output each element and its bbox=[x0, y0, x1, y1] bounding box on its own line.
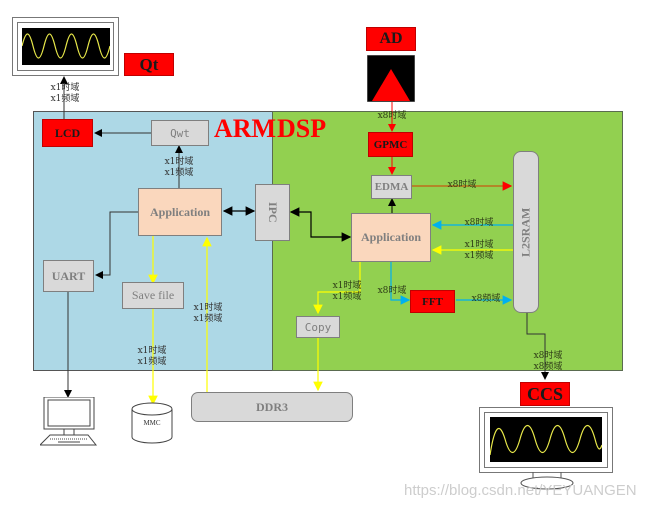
l2sram-app-x1-link-label: x1时域 x1频域 bbox=[464, 240, 494, 261]
ipc-dsp-app-line bbox=[289, 207, 352, 242]
app-copy-link-label: x1时域 x1频域 bbox=[332, 281, 362, 302]
app-to-fft-line bbox=[390, 262, 411, 305]
mmc-storage-icon bbox=[131, 402, 173, 444]
qt-link-label: x1时域 x1频域 bbox=[50, 83, 80, 104]
waveform-icon bbox=[22, 28, 110, 65]
gpmc-block[interactable]: GPMC bbox=[368, 132, 413, 157]
app-to-uart-line bbox=[95, 211, 138, 279]
app-fft-link-label: x8时域 bbox=[377, 286, 407, 296]
ccs-label-block[interactable]: CCS bbox=[520, 382, 570, 406]
qt-label-block[interactable]: Qt bbox=[124, 53, 174, 76]
save-file-block[interactable]: Save file bbox=[122, 282, 184, 309]
ad-signal-icon bbox=[367, 55, 415, 102]
waveform-icon bbox=[490, 417, 602, 462]
copy-block[interactable]: Copy bbox=[296, 316, 340, 338]
qt-monitor bbox=[12, 17, 119, 76]
arm-region-title: ARM bbox=[214, 114, 277, 143]
ad-gpmc-link-label: x8时域 bbox=[377, 111, 407, 121]
arm-ddr3-link-label: x1时域 x1频域 bbox=[193, 303, 223, 324]
ad-label-block[interactable]: AD bbox=[366, 27, 416, 51]
edma-l2sram-link-label: x8时域 bbox=[447, 180, 477, 190]
arm-application-block[interactable]: Application bbox=[138, 188, 222, 236]
uart-block[interactable]: UART bbox=[43, 260, 94, 292]
savefile-mmc-link-label: x1时域 x1频域 bbox=[137, 346, 167, 367]
ccs-monitor bbox=[479, 407, 613, 473]
edma-block[interactable]: EDMA bbox=[371, 175, 412, 199]
ipc-block[interactable]: IPC bbox=[255, 184, 290, 241]
qwt-block[interactable]: Qwt bbox=[151, 120, 209, 146]
dsp-application-block[interactable]: Application bbox=[351, 213, 431, 262]
l2sram-block[interactable]: L2SRAM bbox=[513, 151, 539, 313]
lcd-block[interactable]: LCD bbox=[42, 119, 93, 147]
fft-block[interactable]: FFT bbox=[410, 290, 455, 313]
l2sram-ccs-link-label: x8时域 x8频域 bbox=[533, 351, 563, 372]
qwt-link-label: x1时域 x1频域 bbox=[164, 157, 194, 178]
app-to-copy-line bbox=[313, 262, 361, 315]
l2sram-to-ccs-line bbox=[526, 312, 549, 380]
ddr3-block[interactable]: DDR3 bbox=[191, 392, 353, 422]
fft-l2sram-link-label: x8频域 bbox=[471, 294, 501, 304]
computer-icon bbox=[40, 397, 98, 446]
monitor-stand-icon bbox=[520, 472, 574, 490]
watermark: https://blog.csdn.net/YEYUANGEN bbox=[404, 482, 637, 499]
dsp-region-title: DSP bbox=[277, 114, 327, 143]
mmc-label: MMC bbox=[143, 419, 161, 427]
l2sram-app-x8-link-label: x8时域 bbox=[464, 218, 494, 228]
